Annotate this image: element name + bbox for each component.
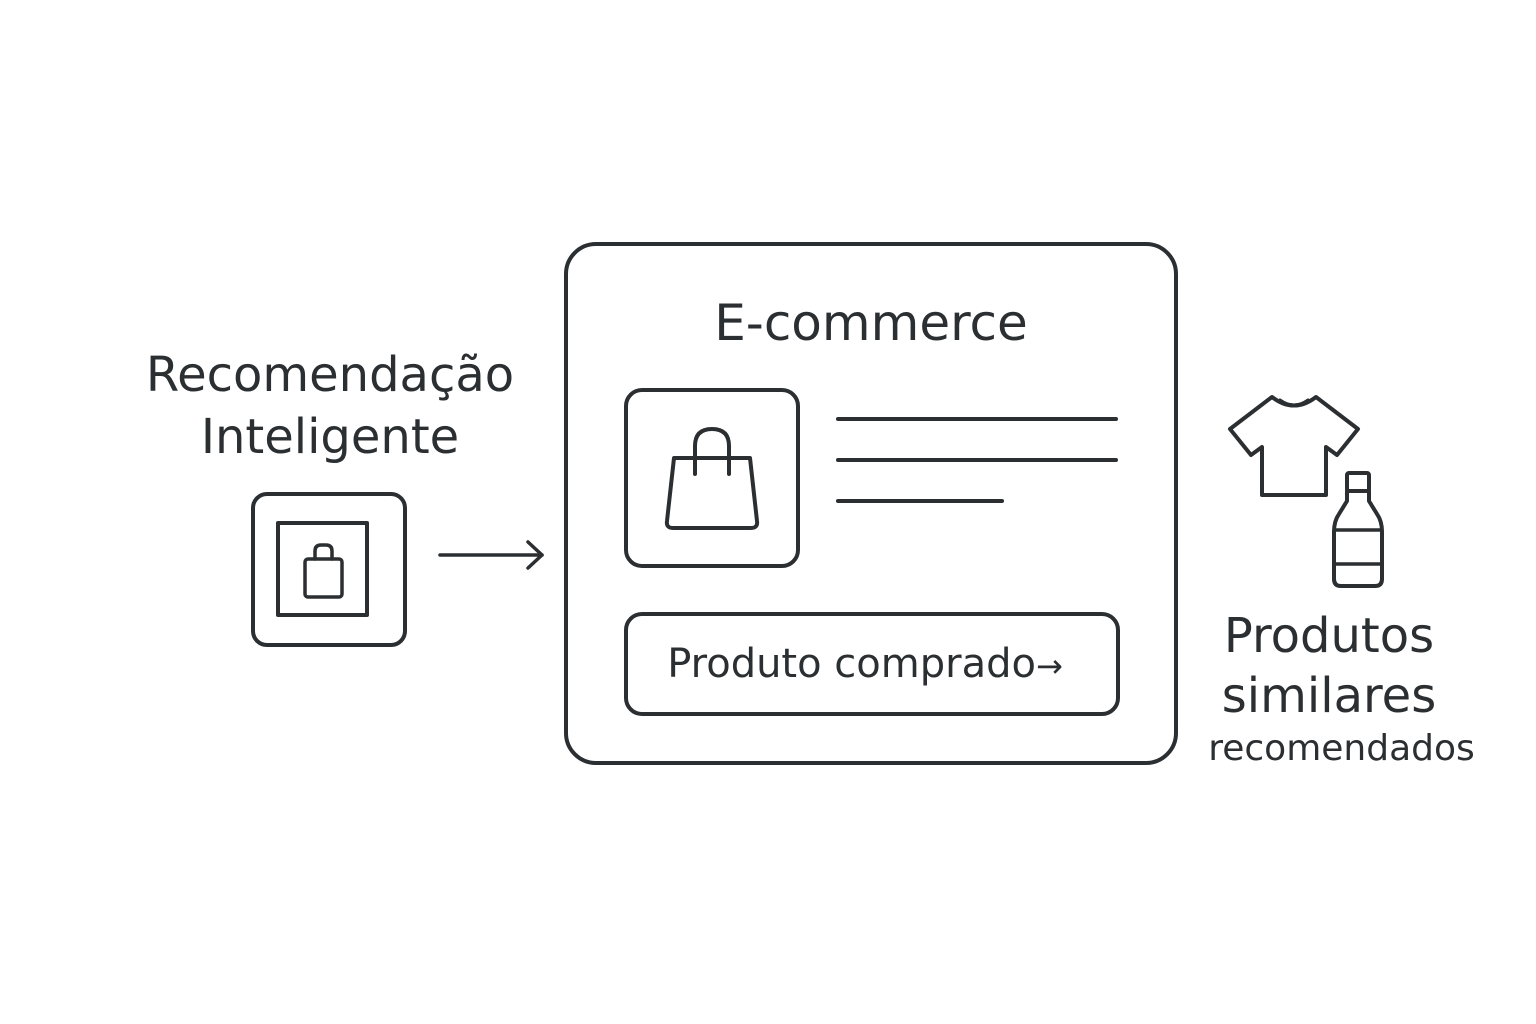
left-title-line2: Inteligente bbox=[200, 409, 460, 465]
product-image-box bbox=[624, 388, 800, 568]
ecommerce-panel bbox=[564, 242, 1178, 765]
product-text-lines bbox=[836, 417, 1118, 503]
flow-arrow bbox=[438, 540, 544, 570]
right-title-line2: similares bbox=[1221, 668, 1437, 724]
left-title-line1: Recomendação bbox=[145, 347, 515, 403]
t-shirt-icon bbox=[1228, 395, 1360, 497]
arrow-right-icon: → bbox=[1035, 647, 1063, 685]
right-title-line1: Produtos bbox=[1223, 608, 1435, 664]
product-purchased-label: Produto comprado bbox=[667, 641, 1036, 687]
right-subtitle: recomendados bbox=[1208, 728, 1475, 769]
recommendation-box bbox=[251, 492, 407, 647]
product-purchased-button[interactable]: Produto comprado→ bbox=[626, 636, 1104, 694]
shopping-bag-icon bbox=[303, 543, 344, 599]
bottle-icon bbox=[1332, 471, 1384, 588]
shopping-bag-icon bbox=[664, 427, 760, 530]
product-purchased-button-outline bbox=[624, 612, 1120, 716]
ecommerce-title: E-commerce bbox=[714, 294, 1028, 352]
